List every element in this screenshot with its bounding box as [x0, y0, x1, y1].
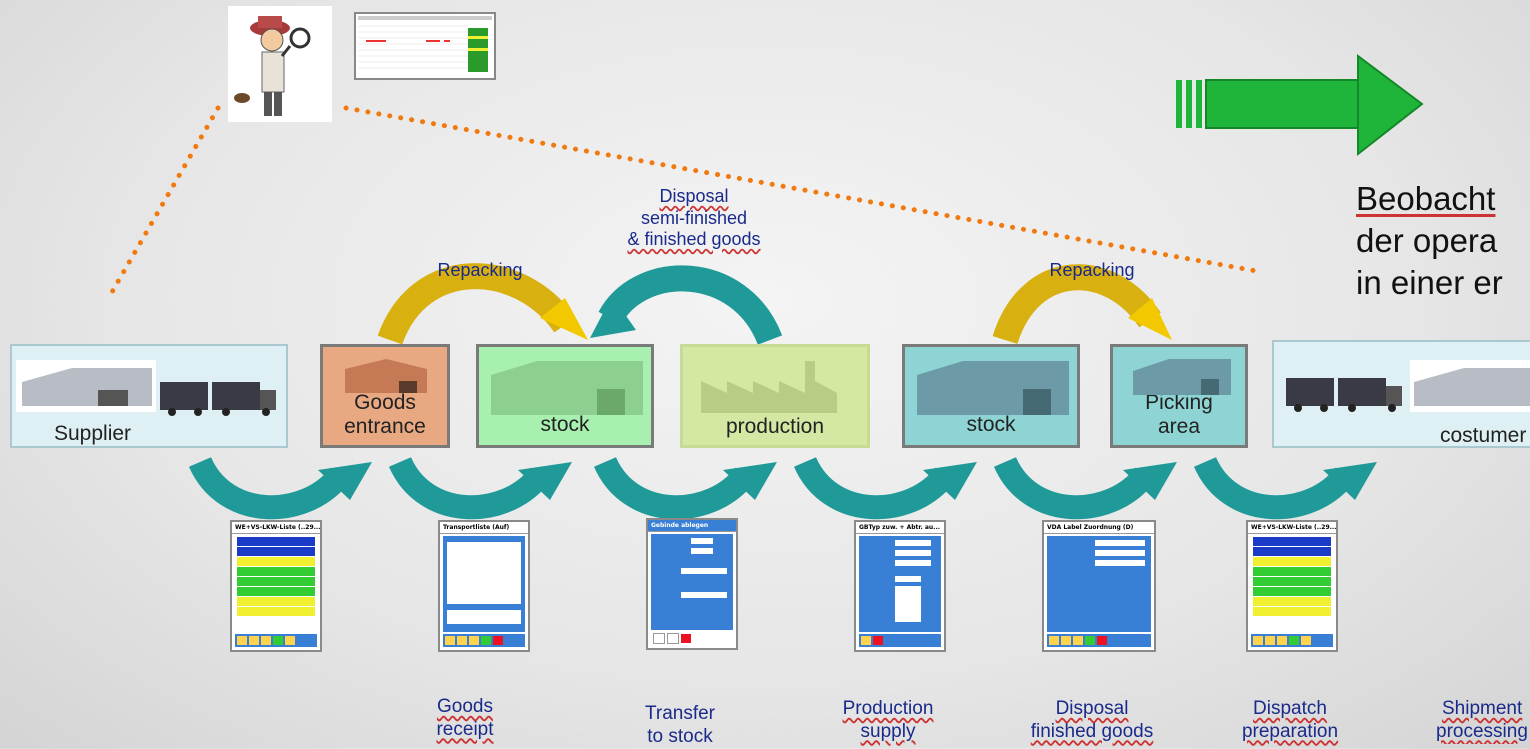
- handheld-screen-2: Transportliste (Auf): [438, 520, 530, 652]
- repacking-label-left: Repacking: [437, 260, 523, 280]
- stage-production: production: [680, 344, 870, 448]
- warehouse-icon: [1133, 359, 1231, 395]
- warehouse-icon: [917, 361, 1069, 415]
- label-production-supply: Production supply: [842, 698, 934, 742]
- disposal-arrowhead: [590, 296, 636, 338]
- label-transfer-to-stock: Transfer to stock: [644, 703, 716, 747]
- repacking-label-right: Repacking: [1049, 260, 1135, 280]
- report-thumbnail: [354, 12, 496, 80]
- handheld-screen-6: WE+VS-LKW-Liste (..29...: [1246, 520, 1338, 652]
- dotted-line-left: [109, 105, 221, 295]
- side-text: Beobacht der opera in einer er: [1356, 180, 1503, 301]
- stage-stock-2: stock: [902, 344, 1080, 448]
- detective-icon: [234, 16, 311, 116]
- label-disposal-finished: Disposal finished goods: [1030, 698, 1154, 742]
- warehouse-truck-icon: [16, 360, 276, 416]
- stage-label: Supplier: [54, 422, 132, 445]
- handheld-screen-5: VDA Label Zuordnung (D): [1042, 520, 1156, 652]
- label-goods-receipt: Goods receipt: [436, 696, 494, 740]
- observer-figure: [228, 6, 332, 122]
- label-dispatch-preparation: Dispatch preparation: [1241, 698, 1339, 742]
- label-shipment-processing: Shipment processing: [1436, 698, 1528, 742]
- table-icon: [358, 16, 492, 72]
- dotted-line-right: [343, 105, 1265, 275]
- green-arrow-icon: [1176, 54, 1424, 157]
- stage-goods-entrance: Goods entrance: [320, 344, 450, 448]
- stage-customer: costumer: [1272, 340, 1530, 448]
- warehouse-icon: [345, 359, 427, 393]
- repack-arrowhead-left: [540, 298, 588, 340]
- truck-warehouse-icon: [1286, 360, 1530, 412]
- factory-icon: [701, 361, 837, 413]
- handheld-screen-4: GBTyp zuw. + Abtr. au...: [854, 520, 946, 652]
- warehouse-icon: [491, 361, 643, 415]
- repack-arrowhead-right: [1128, 298, 1172, 340]
- disposal-label: Disposal semi-finished & finished goods: [627, 186, 761, 250]
- stage-picking-area: Picking area: [1110, 344, 1248, 448]
- stage-label: costumer: [1440, 424, 1527, 447]
- stage-supplier: Supplier: [10, 344, 288, 448]
- stage-stock-1: stock: [476, 344, 654, 448]
- handheld-screen-1: WE+VS-LKW-Liste (..29...: [230, 520, 322, 652]
- handheld-screen-3: Gebinde ablegen: [646, 518, 738, 650]
